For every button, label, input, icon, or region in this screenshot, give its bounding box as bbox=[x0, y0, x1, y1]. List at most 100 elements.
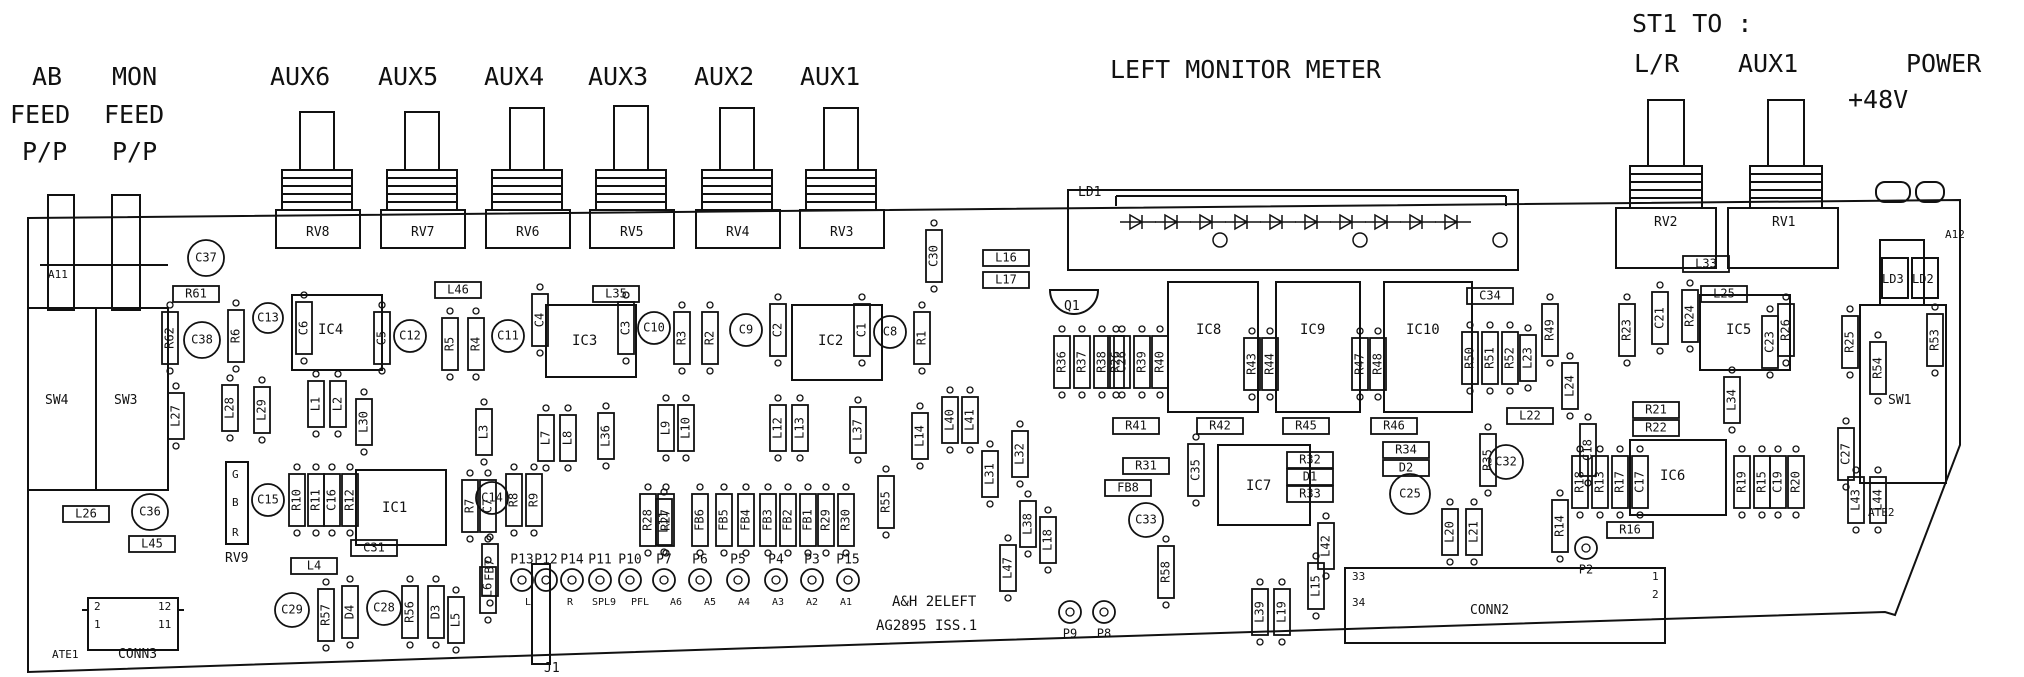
pin-p8 bbox=[1092, 600, 1116, 624]
component-label: R48 bbox=[1371, 353, 1385, 375]
component-label: L45 bbox=[141, 537, 163, 551]
rv1-label: RV1 bbox=[1772, 215, 1795, 230]
aux4-heading: AUX4 bbox=[484, 62, 544, 91]
pad bbox=[1728, 366, 1736, 374]
pad bbox=[1874, 397, 1882, 405]
svg-text:R: R bbox=[232, 526, 239, 539]
pad bbox=[258, 436, 266, 444]
pad bbox=[1792, 511, 1800, 519]
pad bbox=[1266, 327, 1274, 335]
pot-rv2 bbox=[1615, 99, 1717, 269]
meter-led bbox=[1400, 213, 1436, 231]
pad bbox=[662, 454, 670, 462]
inductor-l5 bbox=[447, 596, 465, 644]
a12-label: A12 bbox=[1945, 228, 1965, 241]
resistor-r38 bbox=[1093, 335, 1111, 389]
capacitor-c27 bbox=[1837, 427, 1855, 481]
resistor-r33 bbox=[1286, 485, 1334, 503]
meter-led bbox=[1330, 213, 1366, 231]
component-label: R40 bbox=[1153, 351, 1167, 373]
resistor-r21 bbox=[1632, 401, 1680, 419]
rv8-label: RV8 bbox=[306, 225, 329, 240]
inductor-l39 bbox=[1251, 588, 1269, 636]
pad bbox=[804, 549, 812, 557]
pin-p6 bbox=[688, 568, 712, 592]
component-label: C4 bbox=[533, 313, 547, 327]
component-label: C26 bbox=[1115, 351, 1129, 373]
capacitor-c16 bbox=[323, 473, 341, 527]
aux1-right-heading: AUX1 bbox=[1738, 49, 1798, 78]
component-label: R38 bbox=[1095, 351, 1109, 373]
component-label: L43 bbox=[1849, 489, 1863, 511]
capacitor-c10 bbox=[637, 311, 671, 345]
ate1-label: ATE1 bbox=[52, 648, 79, 661]
pad bbox=[986, 440, 994, 448]
resistor-r9 bbox=[525, 473, 543, 527]
pot-group bbox=[275, 99, 1839, 269]
pad bbox=[644, 549, 652, 557]
pad bbox=[1248, 327, 1256, 335]
component-label: L22 bbox=[1519, 409, 1541, 423]
ld3-label: LD3 bbox=[1882, 272, 1904, 286]
inductor-l9 bbox=[657, 404, 675, 452]
component-label: R47 bbox=[1353, 353, 1367, 375]
ic10-label: IC10 bbox=[1406, 322, 1440, 338]
pad bbox=[1546, 293, 1554, 301]
q1-label: Q1 bbox=[1064, 299, 1080, 314]
pad bbox=[1278, 578, 1286, 586]
component-label: R21 bbox=[1645, 403, 1667, 417]
component-label: R58 bbox=[1159, 561, 1173, 583]
pad bbox=[822, 549, 830, 557]
resistor-r51 bbox=[1481, 331, 1499, 385]
component-label: L36 bbox=[599, 425, 613, 447]
resistor-fb3 bbox=[759, 493, 777, 547]
pad bbox=[1874, 331, 1882, 339]
pad bbox=[1484, 489, 1492, 497]
component-label: C15 bbox=[257, 493, 279, 507]
j1-label: J1 bbox=[544, 661, 560, 676]
resistor-r39 bbox=[1133, 335, 1151, 389]
pin-sublabel: A2 bbox=[806, 597, 818, 608]
pin-sublabel: R bbox=[567, 597, 574, 608]
pin-hole bbox=[625, 575, 635, 585]
component-label: C2 bbox=[771, 323, 785, 337]
inductor-l30 bbox=[355, 398, 373, 446]
pad bbox=[1874, 526, 1882, 534]
phantom-heading: +48V bbox=[1848, 85, 1908, 114]
component-label: FB7 bbox=[483, 559, 497, 581]
q1-body bbox=[1048, 289, 1100, 315]
ic6-body bbox=[1629, 439, 1727, 516]
component-label: C30 bbox=[927, 245, 941, 267]
pad bbox=[720, 549, 728, 557]
pad bbox=[472, 373, 480, 381]
ic2-label: IC2 bbox=[818, 333, 843, 349]
pad bbox=[1738, 511, 1746, 519]
pin-sublabel: A5 bbox=[704, 597, 716, 608]
resistor-fb4 bbox=[737, 493, 755, 547]
component-label: R27 bbox=[659, 509, 673, 531]
ic6-label: IC6 bbox=[1660, 468, 1685, 484]
pad bbox=[1576, 511, 1584, 519]
pad bbox=[1078, 391, 1086, 399]
inductor-l47 bbox=[999, 544, 1017, 592]
pad bbox=[1024, 550, 1032, 558]
pad bbox=[842, 549, 850, 557]
pad bbox=[432, 641, 440, 649]
pad bbox=[293, 463, 301, 471]
resistor-r36 bbox=[1053, 335, 1071, 389]
pad bbox=[1112, 325, 1120, 333]
capacitor-c5 bbox=[373, 311, 391, 365]
pad bbox=[1656, 281, 1664, 289]
resistor-r41 bbox=[1112, 417, 1160, 435]
ic8-label: IC8 bbox=[1196, 322, 1221, 338]
meter-led bbox=[1225, 213, 1261, 231]
inductor-l26 bbox=[62, 505, 110, 523]
component-label: R33 bbox=[1299, 487, 1321, 501]
pad bbox=[166, 301, 174, 309]
component-label: L29 bbox=[255, 399, 269, 421]
ic1-body bbox=[355, 469, 447, 546]
pin-hole bbox=[1581, 543, 1591, 553]
inductor-l13 bbox=[791, 404, 809, 452]
component-label: R5 bbox=[443, 337, 457, 351]
